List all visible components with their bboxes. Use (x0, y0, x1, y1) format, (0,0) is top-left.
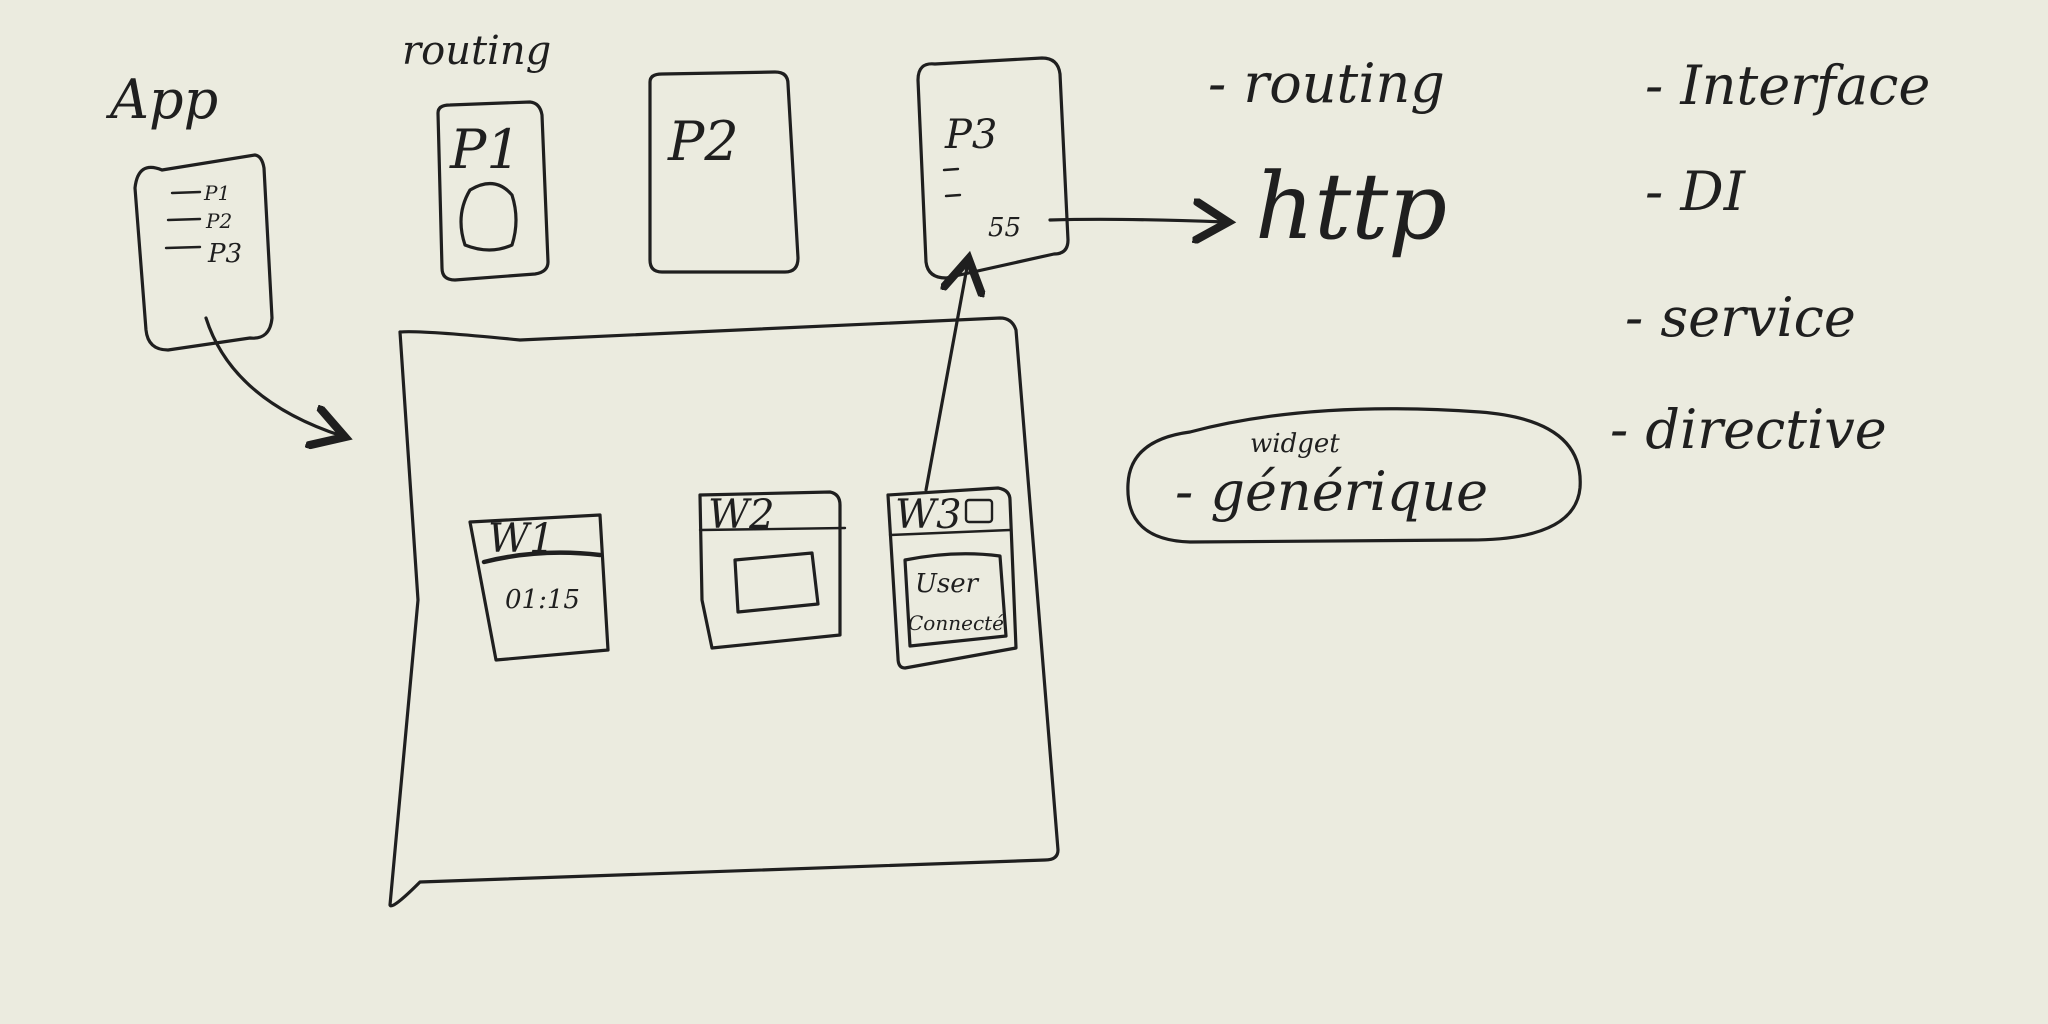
page-p3-inner-text: 55 (988, 213, 1021, 243)
widget-w3-label: W3 (895, 492, 962, 538)
generic-widget-pill: widget - générique (1126, 407, 1582, 544)
page-p2: P2 (648, 70, 800, 274)
page-p2-label: P2 (667, 110, 739, 173)
widget-w3-content-line2: Connecté (908, 611, 1004, 635)
generic-widget-top: widget (1250, 429, 1340, 459)
widget-w2-label: W2 (708, 492, 775, 538)
app-item-p1: P1 (203, 181, 230, 205)
widget-w1-content: 01:15 (505, 585, 580, 615)
concept-routing: - routing (1208, 52, 1445, 115)
page-p1-blob (459, 182, 518, 252)
widget-w3-close-icon (964, 498, 994, 524)
page-p1: P1 (436, 100, 550, 282)
widget-w3: W3 User Connecté (886, 486, 1018, 670)
widget-w1: W1 01:15 (468, 513, 610, 662)
app-item-p2: P2 (205, 209, 232, 233)
page-p3: P3 55 (916, 56, 1070, 280)
generic-widget-main: - générique (1175, 460, 1488, 523)
concept-service: - service (1625, 286, 1856, 349)
p3-to-http-arrow (1048, 219, 1225, 222)
http-label: http (1255, 153, 1447, 260)
concept-directive: - directive (1610, 398, 1887, 461)
routing-label: routing (402, 28, 551, 74)
page-p3-label: P3 (944, 112, 997, 158)
widget-w1-label: W1 (488, 516, 555, 562)
w3-to-p3-arrow (924, 262, 968, 492)
widget-w3-content-line1: User (915, 569, 980, 599)
app-label: App (105, 68, 218, 131)
app-item-p3: P3 (207, 239, 242, 269)
page-p1-label: P1 (449, 118, 521, 181)
dashboard-frame (388, 316, 1060, 908)
concept-di: - DI (1645, 160, 1747, 223)
concept-interface: - Interface (1645, 54, 1930, 117)
widget-w2-image (733, 551, 820, 614)
app-card: P1 P2 P3 (133, 153, 274, 352)
widget-w2: W2 (698, 490, 847, 650)
app-to-canvas-arrow (204, 316, 342, 436)
